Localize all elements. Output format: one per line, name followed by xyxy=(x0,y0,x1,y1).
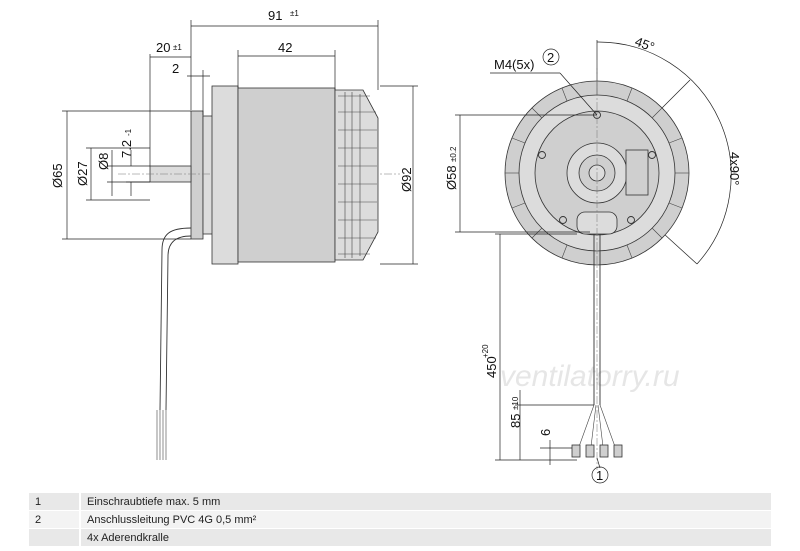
legend-text: 4x Aderendkralle xyxy=(80,528,771,547)
legend-row: 4x Aderendkralle xyxy=(29,528,771,547)
legend-row: 1 Einschraubtiefe max. 5 mm xyxy=(29,493,771,511)
dim-d8: Ø8 xyxy=(96,153,111,170)
dim-20-tol: ±1 xyxy=(173,43,182,52)
dim-42: 42 xyxy=(278,40,292,55)
front-view: M4(5x) 2 45° 4x90° Ø58 ±0.2 450 +20 85 ±… xyxy=(444,34,742,484)
legend-num: 1 xyxy=(29,493,81,511)
callout-1-label: 1 xyxy=(596,468,603,483)
dim-20: 20 xyxy=(156,40,170,55)
dim-d58-tol: ±0.2 xyxy=(449,146,458,162)
legend-text: Anschlussleitung PVC 4G 0,5 mm² xyxy=(80,510,771,529)
angle-45: 45° xyxy=(633,34,657,55)
technical-drawing: ventilatorry.ru xyxy=(50,8,742,484)
legend-num xyxy=(29,528,81,547)
side-view: 91 ±1 20 ±1 2 42 Ø65 Ø27 Ø8 xyxy=(50,8,418,460)
dim-91-tol: ±1 xyxy=(290,9,299,18)
dim-d92: Ø92 xyxy=(399,167,414,192)
angle-4x90: 4x90° xyxy=(727,152,742,185)
dim-d65: Ø65 xyxy=(50,163,65,188)
dim-d58: Ø58 xyxy=(444,165,459,190)
dim-85: 85 xyxy=(508,414,523,428)
dim-d27: Ø27 xyxy=(75,161,90,186)
callout-2 xyxy=(542,48,560,66)
dim-7-2-tol: -1 xyxy=(124,128,133,136)
dim-2: 2 xyxy=(172,61,179,76)
callout-2-label: 2 xyxy=(547,50,554,65)
legend-table: 1 Einschraubtiefe max. 5 mm 2 Anschlussl… xyxy=(29,493,771,547)
watermark: ventilatorry.ru xyxy=(500,360,680,393)
dim-85-tol: ±10 xyxy=(511,396,520,410)
dim-m4: M4(5x) xyxy=(494,57,534,72)
legend-num: 2 xyxy=(29,510,81,529)
legend-text: Einschraubtiefe max. 5 mm xyxy=(80,493,771,511)
dim-91: 91 xyxy=(268,8,282,23)
dim-450-tol: +20 xyxy=(481,344,490,358)
dim-7-2: 7.2 xyxy=(119,140,134,158)
dim-450: 450 xyxy=(484,356,499,378)
dim-6: 6 xyxy=(538,429,553,436)
legend-row: 2 Anschlussleitung PVC 4G 0,5 mm² xyxy=(29,510,771,529)
callout-1 xyxy=(591,466,609,484)
